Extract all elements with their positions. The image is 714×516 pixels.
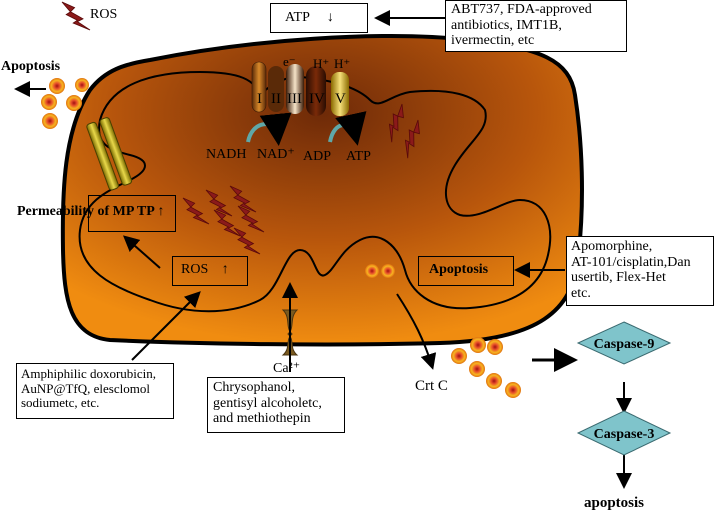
drug-line: Amphiphilic doxorubicin, <box>21 366 157 381</box>
mptp-pore <box>86 117 133 191</box>
apoptosis-left-label: Apoptosis <box>1 59 61 74</box>
particle <box>49 78 65 94</box>
arrow-down-icon: ↓ <box>326 10 334 25</box>
complex-1-label: I <box>257 91 262 107</box>
electron-label: e⁻ <box>283 54 296 69</box>
particle <box>470 337 486 353</box>
drug-line: sodiumetc, etc. <box>21 395 100 411</box>
particle <box>381 264 395 278</box>
caspase-9-label: Caspase-9 <box>594 337 655 352</box>
cytochrome-c-particles <box>451 337 521 398</box>
nadh-label: NADH <box>206 147 246 162</box>
particle <box>451 348 467 364</box>
drug-line: gentisyl alcoholetc, <box>213 395 322 411</box>
drug-line: and methiothepin <box>213 411 311 427</box>
ros-legend-bolt <box>61 1 91 31</box>
drug-line: ABT737, FDA-approved <box>451 2 592 17</box>
particle <box>42 113 58 129</box>
calcium-label: Ca²⁺ <box>273 361 300 376</box>
drug-line: usertib, Flex-Het <box>571 270 666 286</box>
apoptosis-box: Apoptosis <box>418 256 514 286</box>
complex-2-label: II <box>271 91 281 107</box>
particle <box>469 361 485 377</box>
particle <box>365 264 379 278</box>
particle <box>505 382 521 398</box>
drug-line: AuNP@TfQ, elesclomol <box>21 380 150 396</box>
particle <box>41 94 57 110</box>
atp-inhibitors-box: ABT737, FDA-approved antibiotics, IMT1B,… <box>445 0 627 52</box>
atp-inner-label: ATP <box>346 149 371 164</box>
caspase-3-node <box>576 410 672 456</box>
arrow-ros-to-permeability <box>123 235 161 269</box>
particle <box>75 78 89 92</box>
arrow-crt-c-release <box>396 293 437 370</box>
complex-2-bar <box>268 66 284 112</box>
adp-label: ADP <box>303 149 331 164</box>
released-particles-left <box>41 78 89 129</box>
proton-label-1: H⁺ <box>313 56 329 71</box>
ros-inducers-box: Amphiphilic doxorubicin, AuNP@TfQ, elesc… <box>16 363 174 419</box>
atp-box: ATP ↓ <box>270 3 368 33</box>
permeability-box: Permeability of MP TP ↑ <box>17 195 176 232</box>
particle <box>486 373 502 389</box>
arrow-up-icon: ↑ <box>221 262 229 277</box>
caspase-9-node <box>576 321 672 365</box>
permeability-label: Permeability of MP TP <box>17 204 154 219</box>
drug-line: Apomorphine, <box>571 239 653 254</box>
apoptosis-inducers-box: Apomorphine, AT-101/cisplatin,Dan userti… <box>566 236 714 306</box>
particle <box>487 339 503 355</box>
complex-5-label: V <box>335 91 346 107</box>
ros-legend-label: ROS <box>90 7 117 22</box>
electron-transport-chain: I II III IV V <box>251 61 349 116</box>
atp-box-label: ATP <box>285 10 310 25</box>
adp-atp-arrow <box>328 111 367 146</box>
drug-line: AT-101/cisplatin,Dan <box>571 254 691 270</box>
complex-3-label: III <box>287 91 302 107</box>
nadh-arrow <box>246 112 292 146</box>
complex-3-bar <box>286 64 304 114</box>
drug-line: Chrysophanol, <box>213 380 296 395</box>
drug-line: etc. <box>571 286 591 302</box>
caspase-3-label: Caspase-3 <box>594 427 655 442</box>
apoptosis-bottom-label: apoptosis <box>584 495 644 511</box>
particle <box>66 95 82 111</box>
drug-line: antibiotics, IMT1B, <box>451 17 562 33</box>
complex-1-bar <box>251 61 267 113</box>
ros-box-label: ROS <box>181 262 209 277</box>
arrow-up-icon: ↑ <box>157 204 165 219</box>
complex-4-bar <box>306 66 326 116</box>
drug-line: ivermectin, etc <box>451 33 535 49</box>
nad-label: NAD⁺ <box>257 147 295 162</box>
ros-box: ROS ↑ <box>172 256 248 286</box>
arrow-ros-inducers-to-ros <box>131 291 201 361</box>
proton-label-2: H⁺ <box>334 56 350 71</box>
complex-4-label: IV <box>309 91 325 107</box>
calcium-modulators-box: Chrysophanol, gentisyl alcoholetc, and m… <box>207 377 345 433</box>
complex-5-bar <box>331 72 349 116</box>
crt-c-label: Crt C <box>415 378 448 394</box>
apoptosis-box-label: Apoptosis <box>429 262 489 277</box>
